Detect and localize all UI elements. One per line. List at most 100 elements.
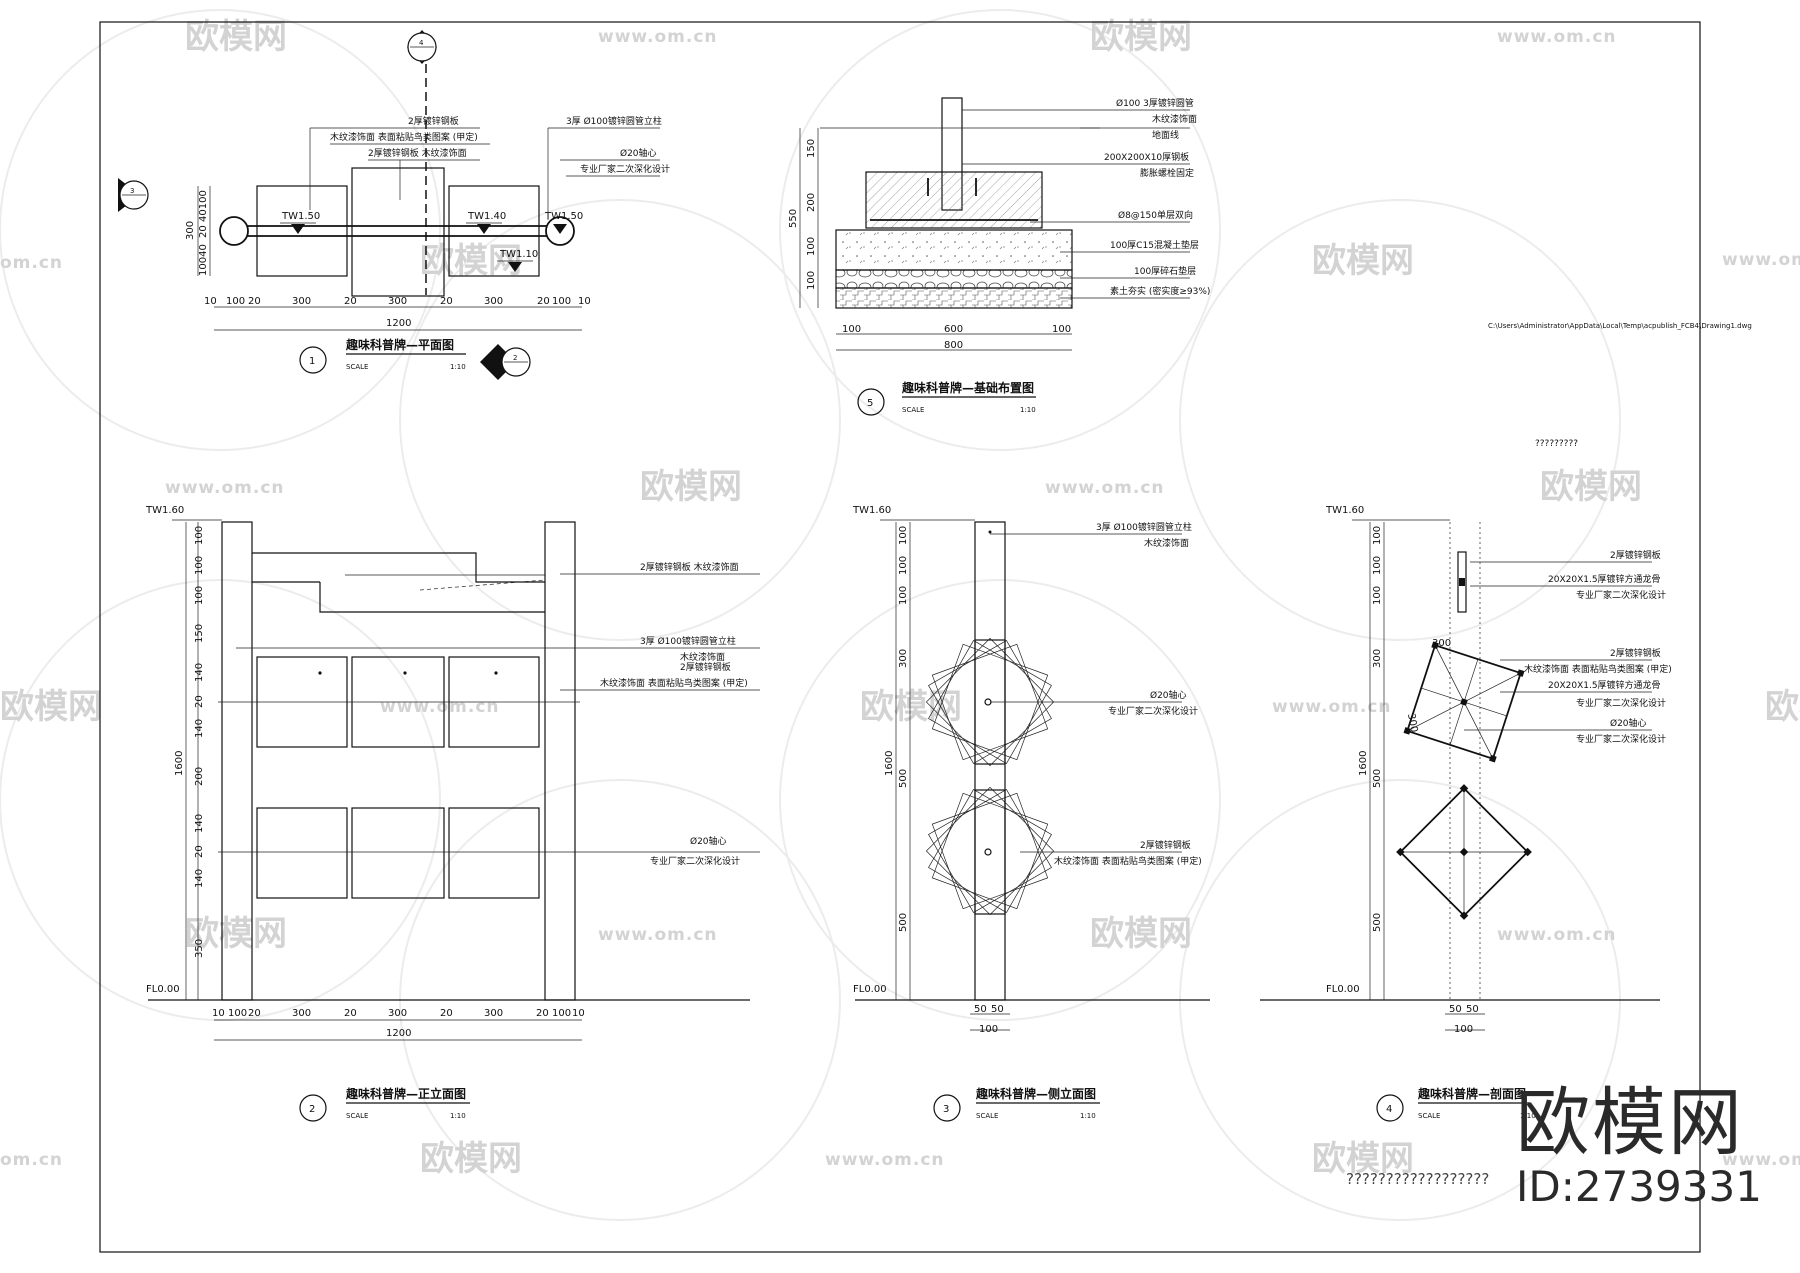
watermark-url: www.om.cn: [380, 697, 500, 717]
foundation-annotation: 100厚C15混凝土垫层: [1110, 239, 1199, 251]
watermark-text: 欧模网: [1312, 241, 1414, 281]
brand-watermark: 欧模网 ID:2739331: [1516, 1083, 1762, 1211]
scale-value: 1:10: [450, 363, 466, 371]
dimension-label: 500: [1372, 913, 1383, 932]
concrete-layer: [835, 229, 1073, 271]
section-diamond-panel: [1396, 784, 1532, 920]
foundation-annotation: 地面线: [1152, 129, 1179, 141]
section-marker-3: 3: [118, 178, 149, 212]
watermark-text: 欧模网: [0, 687, 102, 727]
side-annotation: 专业厂家二次深化设计: [1108, 705, 1198, 717]
soil-layer: [835, 287, 1073, 309]
drawing-number: 2: [309, 1104, 315, 1115]
drawing-title: 趣味科普牌—平面图: [345, 337, 454, 352]
dimension-label: 50: [974, 1004, 987, 1015]
side-elevation: TW1.60 FL0.00 3厚 Ø100镀锌圆管立柱 木纹漆饰面 Ø20轴心 …: [852, 505, 1210, 1122]
dimension-total: 100: [979, 1024, 998, 1035]
plan-post: [219, 216, 249, 246]
dimension-total: 800: [944, 340, 963, 351]
dimension-label: 300: [292, 1008, 311, 1019]
drawing-number: 5: [867, 398, 873, 409]
dimension-label: 100: [552, 1008, 571, 1019]
dimension-label: 100: [194, 556, 205, 575]
scale-label: SCALE: [346, 1112, 368, 1120]
scale-label: SCALE: [976, 1112, 998, 1120]
plan-annotation: Ø20轴心: [620, 147, 657, 159]
dimension-label: 20: [344, 1008, 357, 1019]
level-label: TW1.60: [145, 505, 184, 516]
dimension-total: 1600: [884, 751, 895, 776]
dimension-label: 40100: [198, 190, 209, 222]
top-plate: [319, 582, 545, 613]
dimension-label: 100: [898, 556, 909, 575]
watermark-url: www.om.cn: [1272, 697, 1392, 717]
dimension-label: 350: [194, 939, 205, 958]
level-marker: [291, 224, 305, 234]
question-mark-text: ?????????: [1535, 439, 1578, 449]
level-marker: [477, 224, 491, 234]
sign-panel: [256, 807, 348, 899]
side-annotation: 2厚镀锌钢板: [1140, 839, 1191, 851]
drawing-title: 趣味科普牌—侧立面图: [975, 1086, 1096, 1101]
dimension-label: 10: [212, 1008, 225, 1019]
dimension-label: 500: [1372, 769, 1383, 788]
plan-annotation: 2厚镀锌钢板: [408, 115, 459, 127]
dimension-label: 20: [440, 296, 453, 307]
watermark-url: www.om.cn: [1497, 27, 1617, 47]
dimension-label: 300: [388, 296, 407, 307]
dimension-label: 140: [194, 814, 205, 833]
front-annotation: 3厚 Ø100镀锌圆管立柱: [640, 635, 736, 647]
watermark-url: www.om.cn: [598, 27, 718, 47]
foundation-annotation: 200X200X10厚钢板: [1104, 151, 1189, 163]
foundation-annotation: Ø100 3厚镀锌圆管: [1116, 97, 1194, 109]
level-label: TW1.60: [852, 505, 891, 516]
dimension-label: 200: [194, 767, 205, 786]
foundation-block: [865, 171, 1043, 229]
front-annotation: 2厚镀锌钢板: [680, 661, 731, 673]
plan-panel: [256, 185, 348, 277]
level-label: TW1.40: [467, 211, 506, 222]
scale-label: SCALE: [1418, 1112, 1440, 1120]
dimension-label: 100: [194, 526, 205, 545]
section-annotation: 专业厂家二次深化设计: [1576, 589, 1666, 601]
scale-label: SCALE: [902, 406, 924, 414]
dimension-label: 100: [1372, 586, 1383, 605]
watermark-text: 欧模网: [420, 1139, 522, 1179]
foundation-annotation: 膨胀螺栓固定: [1140, 167, 1194, 179]
dimension-label: 100: [552, 296, 571, 307]
front-annotation: 2厚镀锌钢板 木纹漆饰面: [640, 561, 739, 573]
plan-annotation: 2厚镀锌钢板 木纹漆饰面: [368, 147, 467, 159]
dimension-label: 50: [1466, 1004, 1479, 1015]
watermark-text: 欧模网: [860, 687, 962, 727]
watermark-url: om.cn: [0, 1150, 63, 1170]
dimension-label: 100: [806, 271, 817, 290]
level-label: TW1.10: [499, 249, 538, 260]
dimension-label: 20: [198, 225, 209, 238]
drawing-number: 3: [943, 1104, 949, 1115]
drawing-title: 趣味科普牌—基础布置图: [901, 380, 1034, 395]
sheet-border: [99, 21, 1701, 1253]
section-marker-label: 3: [130, 187, 134, 195]
dimension-label: 100: [842, 324, 861, 335]
side-annotation: Ø20轴心: [1150, 689, 1187, 701]
section-annotation: 20X20X1.5厚镀锌方通龙骨: [1548, 573, 1661, 585]
scale-value: 1:10: [1520, 1112, 1536, 1120]
dimension-label: 500: [898, 769, 909, 788]
side-annotation: 3厚 Ø100镀锌圆管立柱: [1096, 521, 1192, 533]
side-annotation: 木纹漆饰面: [1144, 537, 1189, 549]
dimension-label: 100: [1052, 324, 1071, 335]
post-right: [544, 521, 576, 1001]
dimension-label: 100: [898, 586, 909, 605]
dimension-label: 100: [194, 586, 205, 605]
dimension-label: 10040: [198, 244, 209, 276]
watermark-text: 欧模网: [640, 467, 742, 507]
dimension-label: 20: [248, 1008, 261, 1019]
dimension-label: 20: [248, 296, 261, 307]
scale-value: 1:10: [1080, 1112, 1096, 1120]
level-label: TW1.60: [1325, 505, 1364, 516]
brand-id: ID:2739331: [1516, 1162, 1762, 1211]
plan-annotation: 木纹漆饰面 表面粘贴鸟类图案 (甲定): [330, 131, 478, 143]
dimension-label: 150: [806, 139, 817, 158]
dimension-label: 100: [1372, 526, 1383, 545]
watermark-circle: [779, 579, 1221, 1021]
